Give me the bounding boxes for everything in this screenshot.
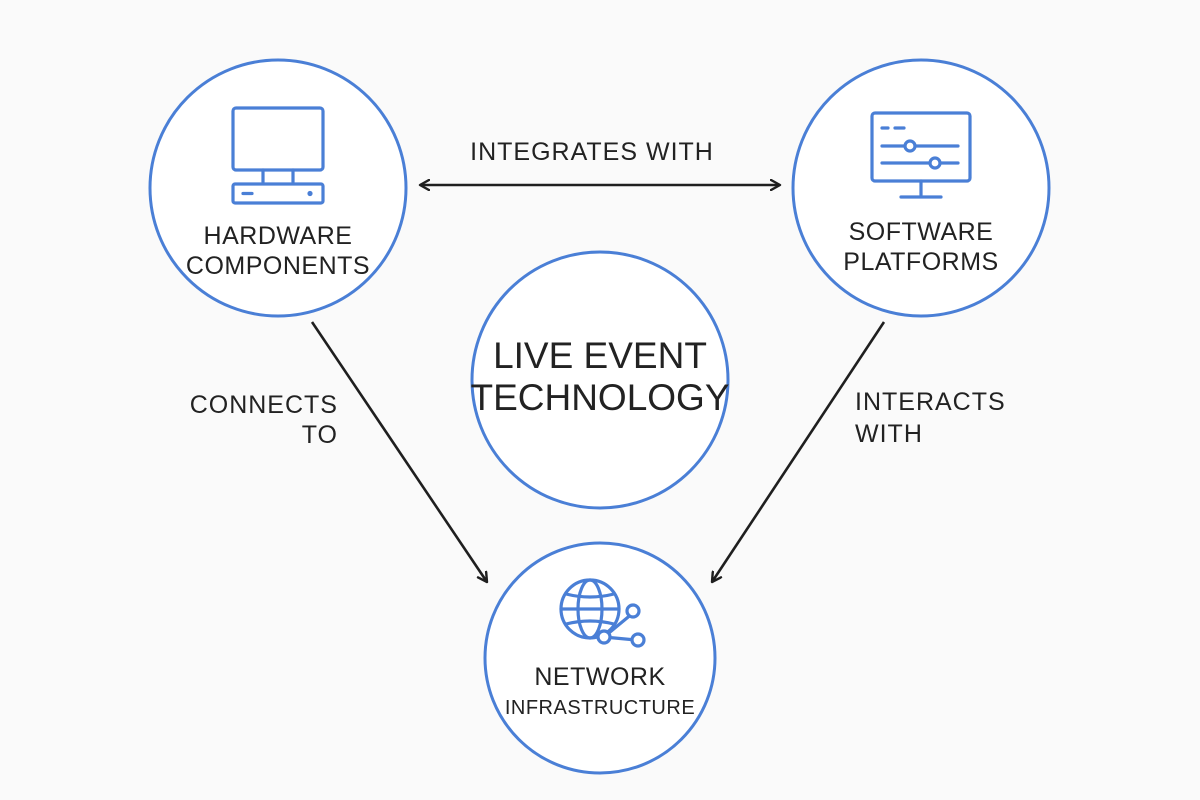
node-network-label-line2: INFRASTRUCTURE xyxy=(505,697,695,719)
edge-integrates-with: INTEGRATES WITH xyxy=(420,138,780,185)
node-hardware-label-line2: COMPONENTS xyxy=(186,252,370,280)
edge-label-connects-line1: CONNECTS xyxy=(190,391,338,419)
edge-label-integrates: INTEGRATES WITH xyxy=(470,138,714,166)
software-dashboard-icon xyxy=(870,111,972,199)
edge-connects-line xyxy=(310,321,487,582)
node-network-label-line1: NETWORK xyxy=(534,663,665,691)
edge-label-interacts-line1: INTERACTS xyxy=(855,388,1006,416)
node-live-event-technology: LIVE EVENT TECHNOLOGY xyxy=(470,250,730,510)
edge-interacts-with: INTERACTS WITH xyxy=(712,321,1006,582)
edge-interacts-line xyxy=(712,321,886,582)
edge-label-connects-line2: TO xyxy=(302,421,338,449)
node-software-label-line1: SOFTWARE xyxy=(849,218,994,246)
center-title-line1: LIVE EVENT xyxy=(493,335,707,376)
node-hardware-ring xyxy=(148,58,408,318)
node-center-ring xyxy=(470,250,730,510)
node-hardware-components: HARDWARE COMPONENTS xyxy=(148,58,408,318)
globe-network-icon xyxy=(559,578,646,648)
node-software-platforms: SOFTWARE PLATFORMS xyxy=(791,58,1051,318)
desktop-computer-icon xyxy=(231,106,325,205)
node-hardware-label-line1: HARDWARE xyxy=(204,222,353,250)
edge-connects-to: CONNECTS TO xyxy=(190,321,487,582)
center-title-line2: TECHNOLOGY xyxy=(470,377,729,418)
edge-label-interacts-line2: WITH xyxy=(855,420,923,448)
node-network-ring xyxy=(483,541,717,775)
node-software-label-line2: PLATFORMS xyxy=(843,248,998,276)
node-network-infrastructure: NETWORK INFRASTRUCTURE xyxy=(483,541,717,775)
